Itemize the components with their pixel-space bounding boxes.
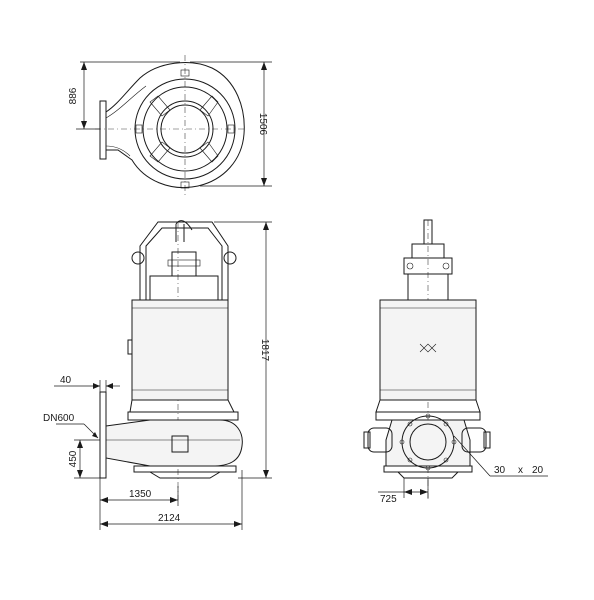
dim-1350-label: 1350 bbox=[129, 489, 152, 500]
dim-450-label: 450 bbox=[68, 450, 79, 467]
bolt-sep-label: x bbox=[518, 465, 523, 476]
top-view bbox=[76, 55, 272, 195]
side-view bbox=[54, 220, 272, 530]
bolt-b-label: 20 bbox=[532, 465, 544, 476]
bolt-a-label: 30 bbox=[494, 465, 506, 476]
dim-1817-label: 1817 bbox=[259, 339, 270, 362]
dim-1506-label: 1506 bbox=[257, 113, 268, 136]
dim-40-label: 40 bbox=[60, 375, 72, 386]
dim-725-label: 725 bbox=[380, 494, 397, 505]
dn600-label: DN600 bbox=[43, 413, 75, 424]
dim-2124-label: 2124 bbox=[158, 513, 181, 524]
front-view bbox=[363, 219, 548, 500]
dim-886-label: 886 bbox=[68, 87, 79, 104]
